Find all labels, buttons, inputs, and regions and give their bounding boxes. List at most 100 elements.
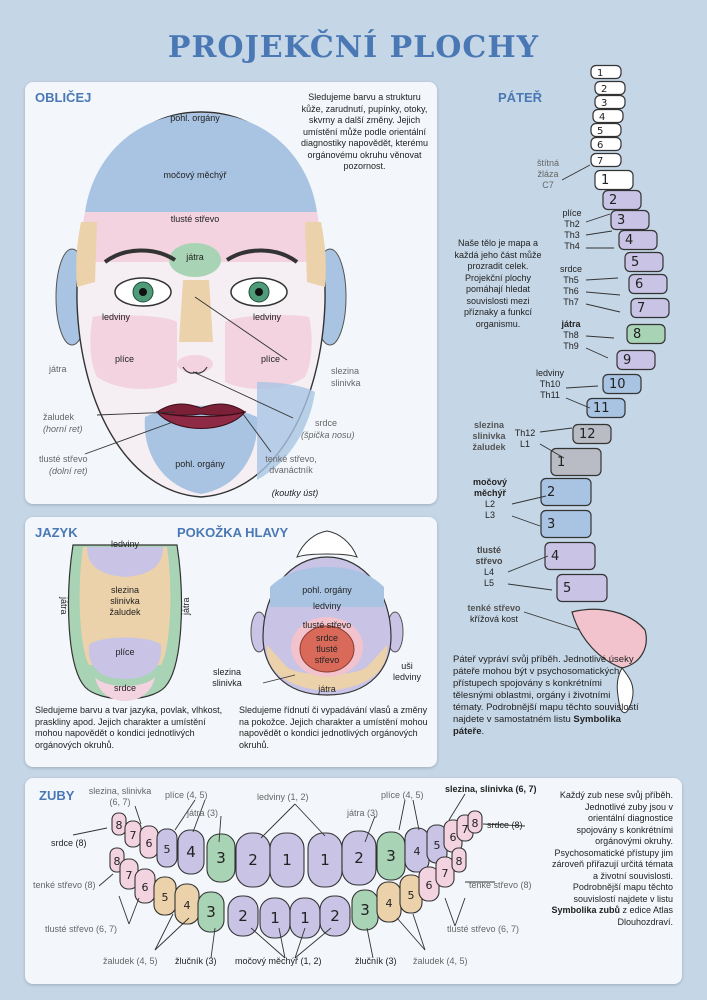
upper-tooth-5: 4: [177, 829, 205, 875]
lower-tooth-9: 1: [289, 897, 321, 939]
face-panel: OBLIČEJ Sledujeme barvu a strukturu kůže…: [25, 82, 437, 504]
lumbar-vertebra-5: 5: [556, 573, 608, 603]
lumbar-vertebra-4: 4: [544, 541, 596, 571]
lower-tooth-10: 2: [319, 895, 351, 937]
lower-tooth-number: 5: [408, 889, 415, 902]
face-label-stomach-note: (horní ret): [43, 424, 83, 434]
upper-tooth-4: 5: [156, 828, 178, 868]
thoracic-vertebra-number: 7: [637, 301, 645, 316]
lower-tooth-number: 5: [162, 891, 169, 904]
teeth-label-colon-right: tlusté střevo (6, 7): [447, 924, 520, 934]
upper-tooth-number: 3: [216, 849, 226, 867]
lower-tooth-number: 4: [184, 899, 191, 912]
face-label-sex-chin: pohl. orgány: [175, 459, 225, 469]
tongue-illustration: [67, 530, 404, 701]
lower-tooth-number: 8: [456, 855, 463, 868]
upper-tooth-number: 6: [146, 837, 153, 850]
upper-tooth-7: 2: [235, 832, 271, 888]
upper-tooth-number: 4: [414, 845, 421, 858]
upper-tooth-6: 3: [206, 833, 236, 883]
spine-level-l5: L5: [483, 578, 494, 588]
spine-organ-colon: tlusté střevo: [475, 545, 503, 566]
upper-tooth-number: 1: [282, 851, 292, 869]
upper-tooth-number: 2: [248, 851, 258, 869]
spine-label-spleen: slezina slinivka žaludek: [468, 420, 510, 453]
face-label-colon-low: tlusté střevo: [39, 454, 88, 464]
lower-tooth-16: 8: [451, 847, 467, 873]
page-title: PROJEKČNÍ PLOCHY: [167, 30, 540, 65]
spine-organ-small-int: tenké střevo: [467, 603, 521, 613]
lumbar-vertebra-number: 4: [551, 549, 559, 564]
cervical-vertebra-number: 5: [597, 126, 603, 137]
cervical-vertebra-number: 1: [597, 68, 603, 79]
lower-tooth-number: 6: [142, 881, 149, 894]
spine-heading: PÁTEŘ: [498, 90, 543, 105]
thoracic-vertebra-2: 2: [602, 189, 642, 211]
thoracic-vertebra-3: 3: [610, 209, 650, 231]
upper-tooth-number: 7: [462, 823, 469, 836]
teeth-label-heart-left: srdce (8): [51, 838, 87, 848]
lumbar-vertebra-number: 1: [557, 455, 565, 470]
face-label-stomach: žaludek: [43, 412, 75, 422]
thoracic-vertebra-number: 12: [579, 427, 596, 442]
teeth-label-liver-left: játra (3): [187, 808, 219, 818]
tongue-label-center: slezina slinivka žaludek: [109, 585, 141, 617]
thoracic-vertebra-number: 5: [631, 255, 639, 270]
face-illustration: [55, 111, 347, 498]
thoracic-vertebra-5: 5: [624, 251, 664, 273]
face-label-pancreas: slinivka: [331, 378, 361, 388]
lower-tooth-number: 2: [330, 907, 340, 925]
spine-label-kidney: ledviny Th10 Th11: [532, 368, 568, 401]
spine-level-l4: L4: [483, 567, 494, 577]
upper-tooth-number: 8: [472, 817, 479, 830]
thoracic-vertebra-number: 10: [609, 377, 626, 392]
scalp-label-center: srdce tlusté střevo: [314, 633, 340, 665]
cervical-vertebra-4: 4: [592, 108, 624, 124]
lower-tooth-13: 5: [399, 874, 423, 914]
spine-level-th5: Th5: [563, 275, 579, 285]
teeth-label-kidney: ledviny (1, 2): [257, 792, 309, 802]
scalp-text: Sledujeme řídnutí či vypadávání vlasů a …: [239, 705, 428, 750]
lower-tooth-number: 1: [270, 909, 280, 927]
thoracic-vertebra-number: 2: [609, 193, 617, 208]
lower-tooth-5: 4: [174, 883, 200, 925]
teeth-label-lungs-left: plíce (4, 5): [165, 790, 208, 800]
face-label-kidney-right: ledviny: [253, 312, 282, 322]
spine-label-bladder: močový měchýř L2 L3: [468, 477, 512, 521]
teeth-label-small-left: tenké střevo (8): [33, 880, 96, 890]
lumbar-vertebra-3: 3: [540, 509, 592, 539]
spine-intro: Naše tělo je mapa a každá jeho část může…: [454, 238, 542, 329]
lumbar-vertebra-2: 2: [540, 477, 592, 507]
thoracic-vertebra-12: 12: [572, 423, 612, 445]
lumbar-vertebra-number: 3: [547, 517, 555, 532]
spine-level-th9: Th9: [563, 341, 579, 351]
spine-level-sacrum: křížová kost: [469, 614, 518, 624]
lower-tooth-number: 4: [386, 897, 393, 910]
spine-level-th6: Th6: [563, 286, 579, 296]
spine-organ-heart: srdce: [559, 264, 582, 274]
face-label-lungs-left: plíce: [115, 354, 135, 364]
spine-level-th8: Th8: [563, 330, 579, 340]
cervical-vertebra-number: 3: [601, 98, 607, 109]
teeth-label-stomach-right: žaludek (4, 5): [413, 956, 468, 966]
thoracic-vertebra-number: 1: [601, 173, 609, 188]
cervical-vertebra-number: 4: [599, 112, 605, 123]
teeth-heading: ZUBY: [39, 788, 75, 803]
lumbar-vertebra-number: 2: [547, 485, 555, 500]
spine-organ-thyroid: štítná žláza: [536, 158, 559, 179]
cervical-vertebra-1: 1: [590, 64, 622, 80]
thoracic-vertebra-1: 1: [594, 169, 634, 191]
teeth-label-spleen-left: slezina, slinivka (6, 7): [88, 786, 152, 807]
spine-level-th11: Th11: [540, 390, 560, 400]
thoracic-vertebra-number: 9: [623, 353, 631, 368]
teeth-label-lungs-right: plíce (4, 5): [381, 790, 424, 800]
spine-level-th4: Th4: [564, 241, 580, 251]
upper-tooth-number: 4: [186, 843, 196, 861]
thoracic-vertebra-4: 4: [618, 229, 658, 251]
lower-tooth-number: 7: [442, 867, 449, 880]
lower-tooth-number: 1: [300, 909, 310, 927]
lower-tooth-11: 3: [351, 889, 379, 931]
upper-tooth-number: 5: [164, 843, 171, 856]
tongue-text: Sledujeme barvu a tvar jazyka, povlak, v…: [35, 705, 223, 750]
